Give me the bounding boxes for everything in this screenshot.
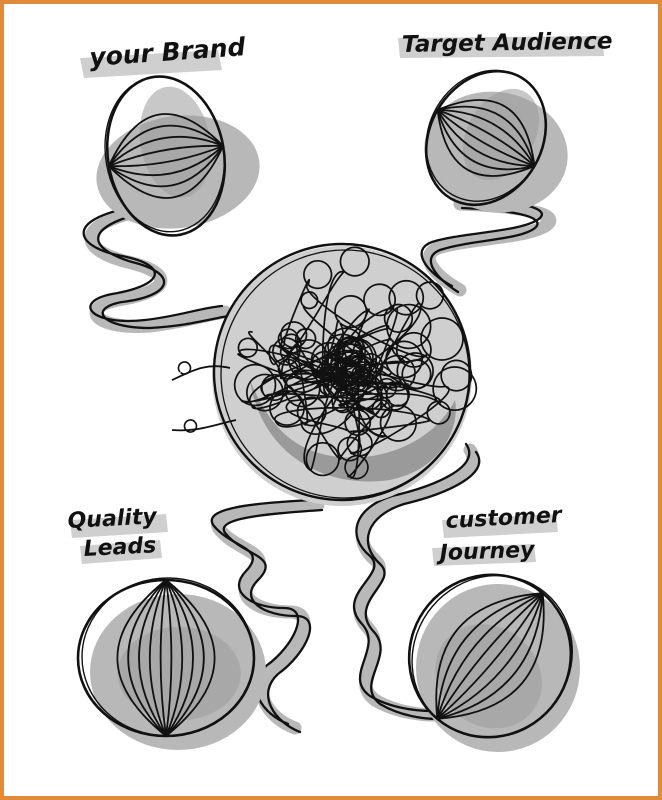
label-quality: Quality: [67, 504, 159, 534]
label-target-audience: Target Audience: [402, 28, 613, 58]
tangled-yarn-icon: [172, 244, 476, 506]
label-your-brand: your Brand: [88, 32, 247, 72]
label-journey: Journey: [435, 538, 536, 566]
yarn-ball-icon: [78, 578, 266, 750]
label-leads: Leads: [83, 533, 157, 562]
yarn-ball-icon: [376, 542, 605, 770]
yarn-ball-icon: [403, 48, 578, 226]
